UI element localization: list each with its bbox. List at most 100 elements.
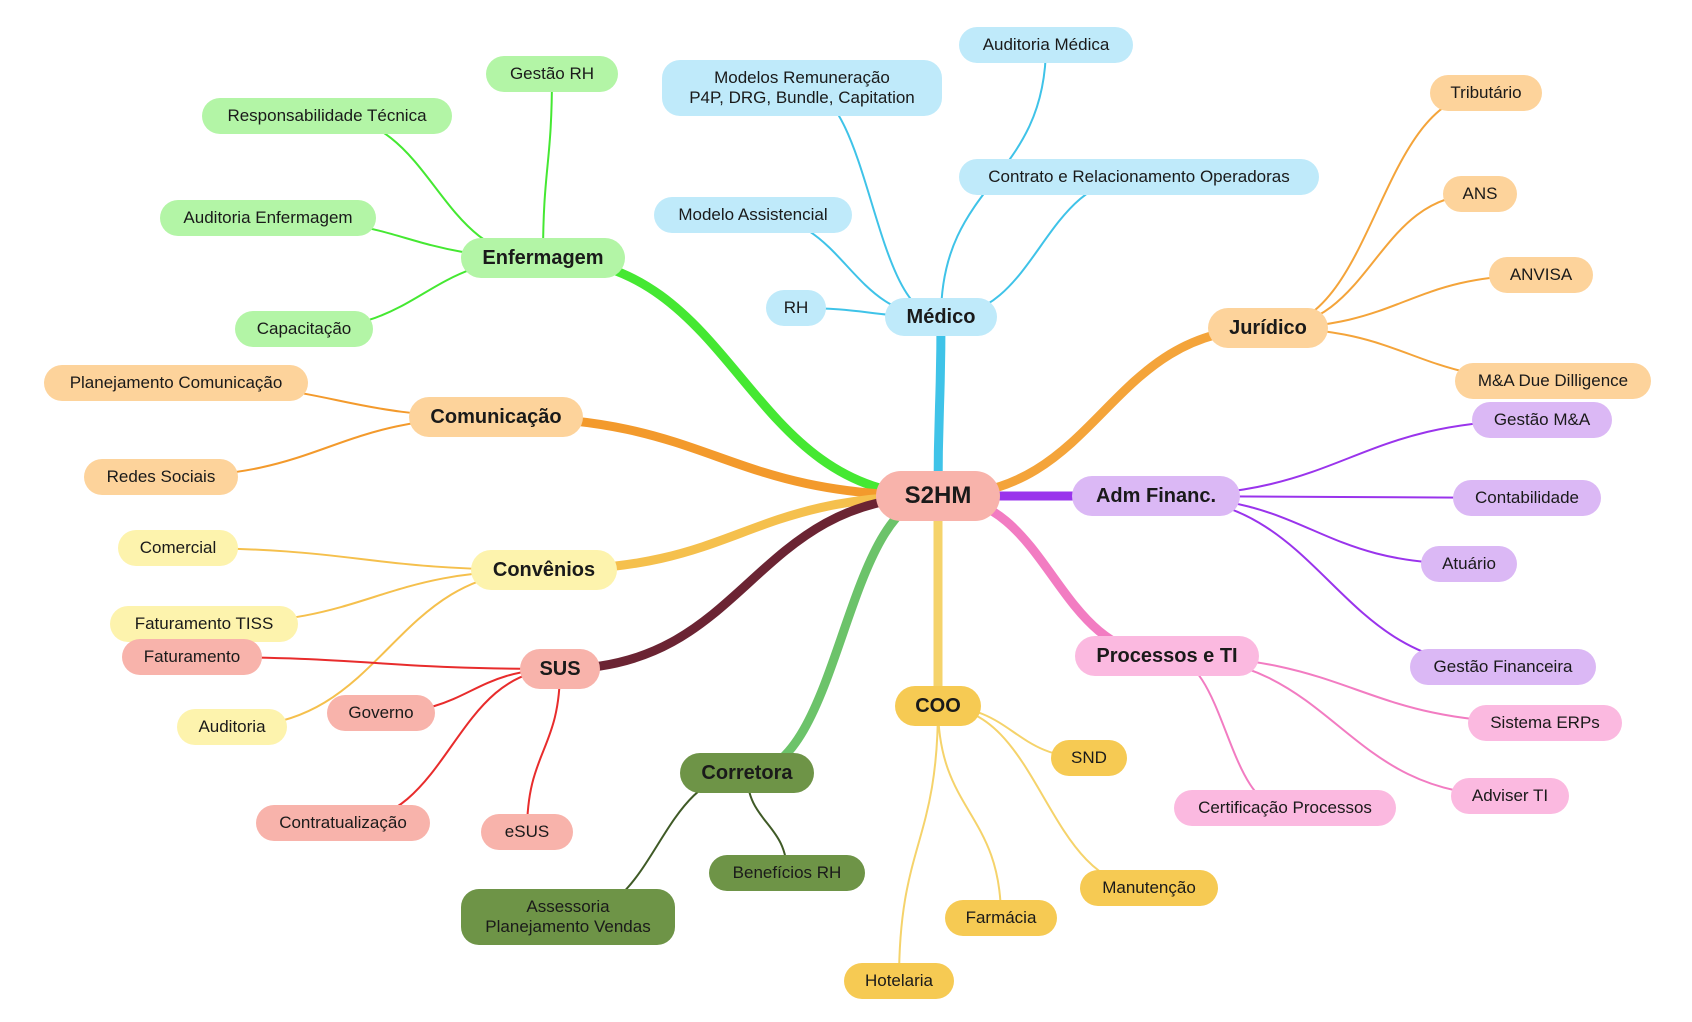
node-label: M&A Due Dilligence	[1477, 371, 1629, 390]
node-enf-gestao-rh[interactable]: Gestão RH	[486, 56, 618, 92]
node-conv-faturamento-tiss[interactable]: Faturamento TISS	[110, 606, 298, 642]
node-label: Contrato e Relacionamento Operadoras	[988, 167, 1290, 186]
node-juridico[interactable]: Jurídico	[1208, 308, 1328, 348]
edge-enf-resp-tecnica	[326, 115, 544, 259]
node-label: eSUS	[504, 822, 550, 841]
node-coo-farmacia[interactable]: Farmácia	[945, 900, 1057, 936]
node-sus-esus[interactable]: eSUS	[481, 814, 573, 850]
node-adm-gestao-ma[interactable]: Gestão M&A	[1472, 402, 1612, 438]
node-label: Adviser TI	[1471, 786, 1549, 805]
node-label: Auditoria Enfermagem	[183, 208, 353, 227]
node-proc-sistema-erps[interactable]: Sistema ERPs	[1468, 705, 1622, 741]
node-label: Processos e TI	[1096, 645, 1238, 667]
node-label: ANS	[1462, 184, 1498, 203]
node-medico[interactable]: Médico	[885, 298, 997, 336]
node-enf-capacitacao[interactable]: Capacitação	[235, 311, 373, 347]
node-label: ANVISA	[1509, 265, 1573, 284]
node-label: Hotelaria	[864, 971, 934, 990]
trunk-juridico	[933, 323, 1273, 501]
node-label: Gestão RH	[509, 64, 595, 83]
node-adm-gestao-financeira[interactable]: Gestão Financeira	[1410, 649, 1596, 685]
node-enf-resp-tecnica[interactable]: Responsabilidade Técnica	[202, 98, 452, 134]
node-jur-ans[interactable]: ANS	[1443, 176, 1517, 212]
node-coo-snd[interactable]: SND	[1051, 740, 1127, 776]
node-label: Atuário	[1442, 554, 1496, 573]
node-label: Médico	[906, 306, 976, 328]
node-coo[interactable]: COO	[895, 686, 981, 726]
node-coo-hotelaria[interactable]: Hotelaria	[844, 963, 954, 999]
edge-coo-farmacia	[937, 705, 1002, 919]
node-corretora[interactable]: Corretora	[680, 753, 814, 793]
node-label: Farmácia	[965, 908, 1037, 927]
node-label: Sistema ERPs	[1490, 713, 1600, 732]
node-label: Contabilidade	[1475, 488, 1579, 507]
node-jur-ma[interactable]: M&A Due Dilligence	[1455, 363, 1651, 399]
node-label: Capacitação	[256, 319, 352, 338]
node-label: Certificação Processos	[1198, 798, 1372, 817]
node-label: Adm Financ.	[1095, 485, 1216, 507]
node-convenios[interactable]: Convênios	[471, 550, 617, 590]
edge-coo-manutencao	[937, 705, 1150, 889]
node-label: RH	[783, 298, 809, 317]
node-conv-comercial[interactable]: Comercial	[118, 530, 238, 566]
node-label: Convênios	[492, 559, 596, 581]
node-label: Faturamento TISS	[134, 614, 274, 633]
node-jur-anvisa[interactable]: ANVISA	[1489, 257, 1593, 293]
edge-sus-contratualizacao	[342, 668, 561, 824]
node-cor-beneficios[interactable]: Benefícios RH	[709, 855, 865, 891]
node-label: Comunicação	[430, 406, 562, 428]
node-conv-auditoria[interactable]: Auditoria	[177, 709, 287, 745]
node-label: Benefícios RH	[732, 863, 842, 882]
node-label: SUS	[539, 658, 581, 680]
node-com-planejamento[interactable]: Planejamento Comunicação	[44, 365, 308, 401]
node-label: Faturamento	[143, 647, 241, 666]
node-adm-contabilidade[interactable]: Contabilidade	[1453, 480, 1601, 516]
node-processos[interactable]: Processos e TI	[1075, 636, 1259, 676]
node-label: Comercial	[139, 538, 217, 557]
node-label: Jurídico	[1229, 317, 1307, 339]
node-sus-governo[interactable]: Governo	[327, 695, 435, 731]
node-label: Contratualização	[279, 813, 407, 832]
edge-enf-gestao-rh	[542, 73, 553, 259]
node-medico-modelos[interactable]: Modelos Remuneração P4P, DRG, Bundle, Ca…	[662, 60, 942, 116]
node-label: Corretora	[701, 762, 793, 784]
node-label: Gestão M&A	[1493, 410, 1591, 429]
node-label: Modelos Remuneração P4P, DRG, Bundle, Ca…	[689, 68, 915, 107]
node-enf-auditoria[interactable]: Auditoria Enfermagem	[160, 200, 376, 236]
node-proc-certificacao[interactable]: Certificação Processos	[1174, 790, 1396, 826]
node-sus-faturamento[interactable]: Faturamento	[122, 639, 262, 675]
node-admfinanc[interactable]: Adm Financ.	[1072, 476, 1240, 516]
node-label: Gestão Financeira	[1433, 657, 1573, 676]
node-coo-manutencao[interactable]: Manutenção	[1080, 870, 1218, 906]
node-comunicacao[interactable]: Comunicação	[409, 397, 583, 437]
node-label: Auditoria Médica	[982, 35, 1110, 54]
node-medico-assistencial[interactable]: Modelo Assistencial	[654, 197, 852, 233]
node-com-redes[interactable]: Redes Sociais	[84, 459, 238, 495]
node-label: SND	[1071, 748, 1107, 767]
node-label: Manutenção	[1102, 878, 1196, 897]
node-medico-rh[interactable]: RH	[766, 290, 826, 326]
node-jur-tributario[interactable]: Tributário	[1430, 75, 1542, 111]
node-label: Auditoria	[198, 717, 266, 736]
node-proc-adviser[interactable]: Adviser TI	[1451, 778, 1569, 814]
edge-coo-hotelaria	[898, 705, 939, 982]
node-enfermagem[interactable]: Enfermagem	[461, 238, 625, 278]
edge-medico-contrato	[940, 176, 1140, 318]
node-label: Enfermagem	[482, 247, 604, 269]
node-adm-atuario[interactable]: Atuário	[1421, 546, 1517, 582]
node-sus[interactable]: SUS	[520, 649, 600, 689]
node-label: Assessoria Planejamento Vendas	[485, 897, 651, 936]
node-label: COO	[915, 695, 961, 717]
node-cor-assessoria[interactable]: Assessoria Planejamento Vendas	[461, 889, 675, 945]
node-label: S2HM	[904, 482, 972, 509]
node-label: Modelo Assistencial	[678, 205, 828, 224]
node-label: Tributário	[1450, 83, 1522, 102]
node-sus-contratualizacao[interactable]: Contratualização	[256, 805, 430, 841]
node-medico-auditoria[interactable]: Auditoria Médica	[959, 27, 1133, 63]
node-label: Governo	[348, 703, 414, 722]
trunk-corretora	[742, 491, 943, 778]
node-medico-contrato[interactable]: Contrato e Relacionamento Operadoras	[959, 159, 1319, 195]
trunk-medico	[933, 312, 946, 501]
node-root[interactable]: S2HM	[876, 471, 1000, 521]
